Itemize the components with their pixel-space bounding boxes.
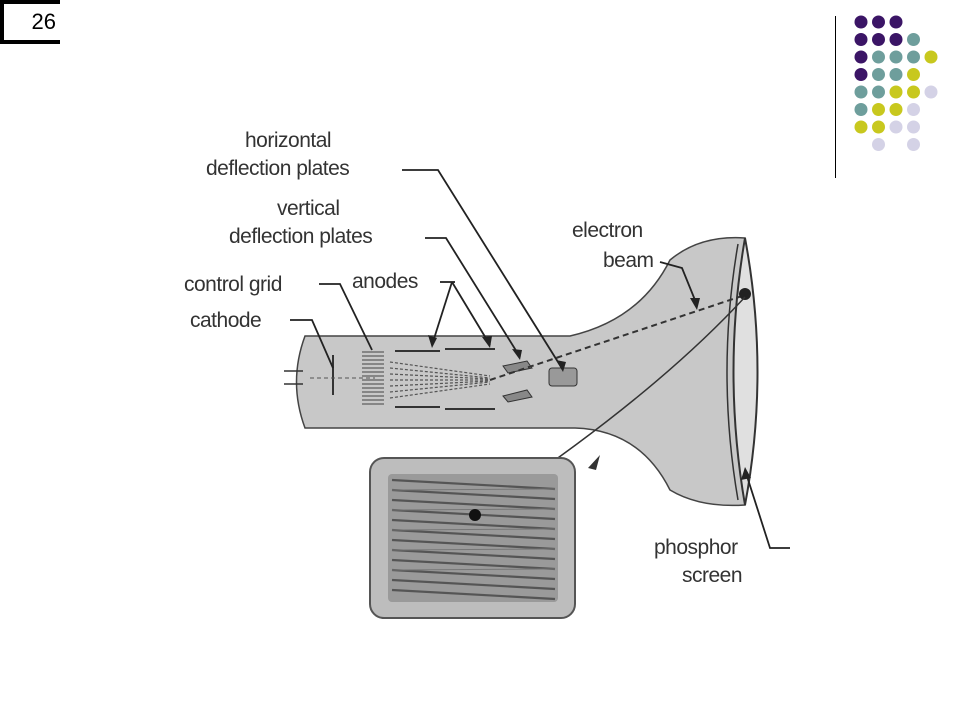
label-phosphor: phosphor bbox=[654, 536, 738, 559]
label-horizontal: horizontal bbox=[245, 129, 331, 152]
label-electron: electron bbox=[572, 219, 643, 242]
electron-beam bbox=[489, 294, 746, 381]
label-vertical: vertical bbox=[277, 197, 340, 220]
label-vertical-deflection: deflection plates bbox=[229, 225, 372, 248]
label-cathode: cathode bbox=[190, 309, 261, 332]
leader-lines bbox=[290, 169, 790, 549]
cathode-element bbox=[310, 355, 375, 395]
label-horizontal-deflection: deflection plates bbox=[206, 157, 349, 180]
tube-neck bbox=[295, 236, 746, 507]
decorative-divider bbox=[835, 16, 836, 178]
label-screen: screen bbox=[682, 564, 742, 587]
raster-screen-inset bbox=[369, 457, 576, 619]
slide-number-box: 26 bbox=[0, 0, 60, 44]
control-grid-element bbox=[362, 351, 384, 405]
vertical-deflection-plates-element bbox=[502, 360, 533, 403]
phosphor-screen-face bbox=[732, 237, 759, 506]
beam-spot bbox=[739, 288, 751, 300]
label-anodes: anodes bbox=[352, 270, 418, 293]
slide-number: 26 bbox=[4, 4, 60, 40]
label-control-grid: control grid bbox=[184, 273, 282, 296]
label-beam: beam bbox=[603, 249, 654, 272]
anodes-element bbox=[389, 361, 491, 399]
